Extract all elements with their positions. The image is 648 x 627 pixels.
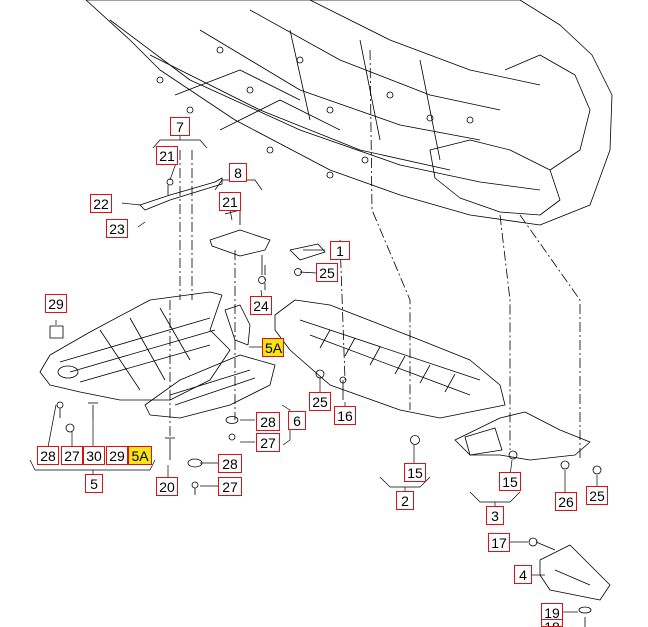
callout-29[interactable]: 29 [106, 446, 128, 465]
callout-24[interactable]: 24 [250, 296, 272, 315]
callout-25[interactable]: 25 [316, 263, 338, 282]
callout-6[interactable]: 6 [288, 411, 306, 430]
bracket-4 [528, 537, 611, 627]
callout-25[interactable]: 25 [586, 486, 608, 505]
callout-3[interactable]: 3 [486, 506, 504, 525]
callout-8[interactable]: 8 [229, 163, 247, 182]
shield-6 [144, 354, 276, 495]
callout-7[interactable]: 7 [170, 117, 190, 136]
callout-29[interactable]: 29 [45, 294, 67, 313]
callout-28[interactable]: 28 [218, 454, 242, 473]
callout-5a[interactable]: 5A [262, 338, 284, 357]
callout-28[interactable]: 28 [256, 412, 280, 431]
callout-2[interactable]: 2 [396, 491, 414, 510]
shield-5 [39, 291, 231, 433]
callout-22[interactable]: 22 [90, 194, 112, 213]
callout-5a[interactable]: 5A [128, 446, 152, 465]
callout-23[interactable]: 23 [106, 219, 128, 238]
callout-27[interactable]: 27 [218, 477, 242, 496]
bracket-8 [209, 209, 271, 284]
callout-4[interactable]: 4 [514, 565, 532, 584]
callout-17[interactable]: 17 [488, 533, 510, 552]
callout-26[interactable]: 26 [555, 492, 577, 511]
shield-3 [454, 411, 602, 475]
callout-20[interactable]: 20 [156, 477, 178, 496]
callout-16[interactable]: 16 [334, 406, 356, 425]
callout-25[interactable]: 25 [309, 392, 331, 411]
callout-18[interactable]: 18 [541, 619, 563, 627]
callout-28[interactable]: 28 [37, 446, 59, 465]
callout-30[interactable]: 30 [83, 446, 105, 465]
bracket-7 [139, 177, 223, 211]
callout-21[interactable]: 21 [219, 192, 241, 211]
vehicle-underbody [85, 0, 613, 226]
callout-5[interactable]: 5 [85, 474, 103, 493]
callout-21[interactable]: 21 [156, 146, 178, 165]
shield-2 [274, 299, 506, 445]
callout-1[interactable]: 1 [330, 241, 350, 260]
callout-15[interactable]: 15 [499, 472, 521, 491]
tab-5a [224, 304, 251, 346]
assembly-lines [169, 49, 581, 460]
callout-27[interactable]: 27 [256, 433, 280, 452]
callout-27[interactable]: 27 [61, 446, 83, 465]
callout-15[interactable]: 15 [404, 463, 426, 482]
